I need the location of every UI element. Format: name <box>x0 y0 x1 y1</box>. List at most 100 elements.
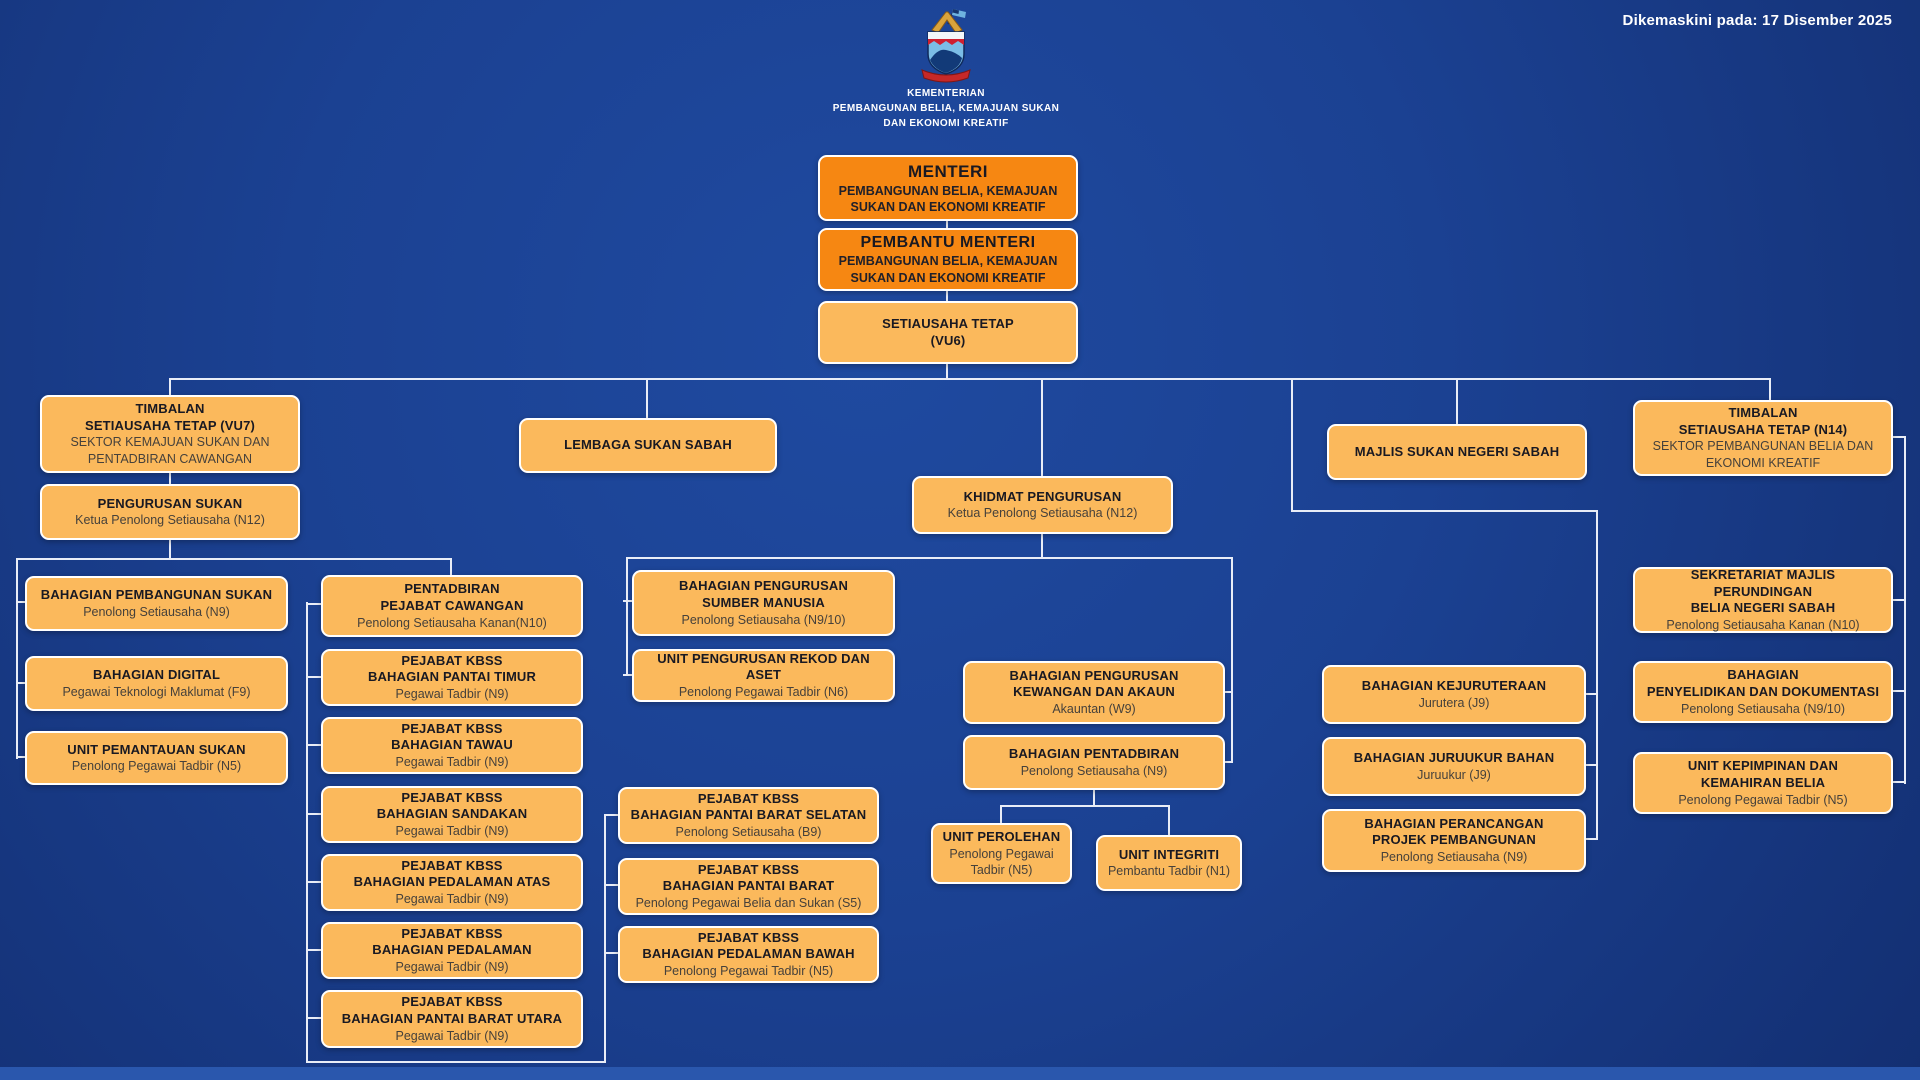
node-title: PEJABAT KBSS <box>401 925 503 941</box>
node-title: PROJEK PEMBANGUNAN <box>1372 832 1536 848</box>
connector-line <box>306 1061 606 1063</box>
connector-line <box>169 539 171 559</box>
org-node-pengurusan-sukan: PENGURUSAN SUKAN Ketua Penolong Setiausa… <box>40 484 300 540</box>
connector-line <box>1168 805 1170 835</box>
org-node-khidmat-pengurusan: KHIDMAT PENGURUSAN Ketua Penolong Setiau… <box>912 476 1173 534</box>
org-node-sekretariat-mpbns: SEKRETARIAT MAJLIS PERUNDINGAN BELIA NEG… <box>1633 567 1893 633</box>
node-subtitle: SUKAN DAN EKONOMI KREATIF <box>850 270 1046 285</box>
node-title: BAHAGIAN JURUUKUR BAHAN <box>1353 750 1555 766</box>
org-node-kbss-pedalaman-atas: PEJABAT KBSS BAHAGIAN PEDALAMAN ATAS Peg… <box>321 854 583 911</box>
node-title: TIMBALAN <box>135 401 205 417</box>
org-node-bhg-pentadbiran: BAHAGIAN PENTADBIRAN Penolong Setiausaha… <box>963 735 1225 790</box>
node-title: SETIAUSAHA TETAP <box>882 315 1014 331</box>
connector-line <box>626 557 628 676</box>
footer-strip <box>0 1067 1920 1080</box>
connector-line <box>169 378 1771 380</box>
node-subtitle: Pegawai Tadbir (N9) <box>395 892 509 906</box>
node-title: BAHAGIAN PEDALAMAN ATAS <box>353 874 551 890</box>
org-node-bhg-sumber-manusia: BAHAGIAN PENGURUSAN SUMBER MANUSIA Penol… <box>632 570 895 636</box>
node-subtitle: Penolong Setiausaha (N9/10) <box>681 612 846 627</box>
node-title: BAHAGIAN PANTAI BARAT UTARA <box>341 1010 563 1026</box>
ministry-title-line: DAN EKONOMI KREATIF <box>883 118 1009 129</box>
node-subtitle: Ketua Penolong Setiausaha (N12) <box>947 506 1138 521</box>
node-title: UNIT PENGURUSAN REKOD DAN ASET <box>657 650 870 683</box>
connector-line <box>306 676 322 678</box>
org-node-menteri: MENTERI PEMBANGUNAN BELIA, KEMAJUAN SUKA… <box>818 155 1078 221</box>
node-title: SETIAUSAHA TETAP (VU7) <box>85 417 255 433</box>
node-subtitle: PEMBANGUNAN BELIA, KEMAJUAN <box>838 254 1058 269</box>
org-node-bhg-digital: BAHAGIAN DIGITAL Pegawai Teknologi Maklu… <box>25 656 288 711</box>
node-subtitle: Penolong Setiausaha Kanan (N10) <box>1666 617 1860 632</box>
node-subtitle: Penolong Pegawai Tadbir (N5) <box>71 759 242 774</box>
node-subtitle: SEKTOR KEMAJUAN SUKAN DAN <box>70 435 270 450</box>
node-subtitle: Penolong Setiausaha (B9) <box>675 825 822 839</box>
connector-line <box>306 813 322 815</box>
connector-line <box>16 756 26 758</box>
connector-line <box>1041 378 1043 476</box>
connector-line <box>306 881 322 883</box>
node-title: PEJABAT CAWANGAN <box>380 597 524 613</box>
node-subtitle: SEKTOR PEMBANGUNAN BELIA DAN <box>1652 439 1874 454</box>
sabah-crest-logo <box>921 9 971 83</box>
node-title: UNIT PEROLEHAN <box>942 828 1061 844</box>
node-title: PEJABAT KBSS <box>697 929 800 945</box>
org-node-tst-vu7: TIMBALAN SETIAUSAHA TETAP (VU7) SEKTOR K… <box>40 395 300 473</box>
org-node-kbss-sandakan: PEJABAT KBSS BAHAGIAN SANDAKAN Pegawai T… <box>321 786 583 843</box>
node-title: BAHAGIAN PANTAI BARAT SELATAN <box>630 807 867 823</box>
org-node-kbss-pedalaman-bawah: PEJABAT KBSS BAHAGIAN PEDALAMAN BAWAH Pe… <box>618 926 879 983</box>
node-title: PEJABAT KBSS <box>697 861 800 877</box>
node-subtitle: Penolong Setiausaha (N9) <box>1380 850 1528 864</box>
node-subtitle: Penolong Setiausaha (N9/10) <box>1680 701 1845 716</box>
connector-line <box>1231 557 1233 763</box>
org-node-kbss-pantai-barat: PEJABAT KBSS BAHAGIAN PANTAI BARAT Penol… <box>618 858 879 915</box>
node-title: SUMBER MANUSIA <box>702 594 825 610</box>
connector-line <box>604 814 619 816</box>
node-title: (VU6) <box>930 332 966 348</box>
connector-line <box>1892 599 1906 601</box>
node-subtitle: Penolong Pegawai Belia dan Sukan (S5) <box>635 896 862 910</box>
connector-line <box>646 378 648 420</box>
org-node-kbss-pantai-barat-selatan: PEJABAT KBSS BAHAGIAN PANTAI BARAT SELAT… <box>618 787 879 844</box>
node-title: BAHAGIAN PENGURUSAN <box>1009 667 1179 683</box>
org-node-bhg-juruukur-bahan: BAHAGIAN JURUUKUR BAHAN Juruukur (J9) <box>1322 737 1586 796</box>
node-title: PENYELIDIKAN DAN DOKUMENTASI <box>1646 683 1880 699</box>
connector-line <box>1291 510 1598 512</box>
ministry-title: KEMENTERIAN PEMBANGUNAN BELIA, KEMAJUAN … <box>746 86 1146 131</box>
node-title: PENGURUSAN SUKAN <box>97 495 243 511</box>
node-subtitle: Penolong Setiausaha Kanan(N10) <box>357 615 547 630</box>
connector-line <box>623 674 633 676</box>
connector-line <box>604 884 619 886</box>
node-title: BELIA NEGERI SABAH <box>1690 600 1836 616</box>
node-title: BAHAGIAN PENGURUSAN <box>679 578 848 594</box>
org-node-bhg-kejuruteraan: BAHAGIAN KEJURUTERAAN Jurutera (J9) <box>1322 665 1586 724</box>
node-title: TIMBALAN <box>1728 405 1798 421</box>
node-subtitle: Ketua Penolong Setiausaha (N12) <box>75 513 265 528</box>
connector-line <box>1892 436 1906 438</box>
node-subtitle: Pegawai Tadbir (N9) <box>395 755 509 769</box>
connector-line <box>16 558 451 560</box>
node-title: PEJABAT KBSS <box>401 789 503 805</box>
node-subtitle: Penolong Pegawai Tadbir (N5) <box>663 964 834 978</box>
node-title: BAHAGIAN PANTAI BARAT <box>662 878 835 894</box>
connector-line <box>16 601 26 603</box>
org-node-majlis-sukan: MAJLIS SUKAN NEGERI SABAH <box>1327 424 1587 480</box>
connector-line <box>450 558 452 576</box>
connector-line <box>1093 790 1095 807</box>
node-title: BAHAGIAN <box>1727 667 1799 683</box>
node-subtitle: Pegawai Tadbir (N9) <box>395 960 509 974</box>
node-title: BAHAGIAN PANTAI TIMUR <box>367 669 537 685</box>
node-title: BAHAGIAN DIGITAL <box>92 667 221 683</box>
node-title: PEJABAT KBSS <box>401 857 503 873</box>
node-title: PEMBANTU MENTERI <box>860 234 1036 252</box>
connector-line <box>16 682 26 684</box>
connector-line <box>1222 761 1233 763</box>
connector-line <box>604 814 606 1063</box>
node-title: PEJABAT KBSS <box>401 652 503 668</box>
node-title: SETIAUSAHA TETAP (N14) <box>1678 421 1848 437</box>
connector-line <box>604 952 619 954</box>
org-node-unit-kepimpinan-kemahiran: UNIT KEPIMPINAN DAN KEMAHIRAN BELIA Peno… <box>1633 752 1893 814</box>
node-title: MENTERI <box>908 161 988 181</box>
node-title: BAHAGIAN PEMBANGUNAN SUKAN <box>40 587 273 603</box>
connector-line <box>1000 805 1002 823</box>
node-subtitle: Akauntan (W9) <box>1052 702 1136 716</box>
